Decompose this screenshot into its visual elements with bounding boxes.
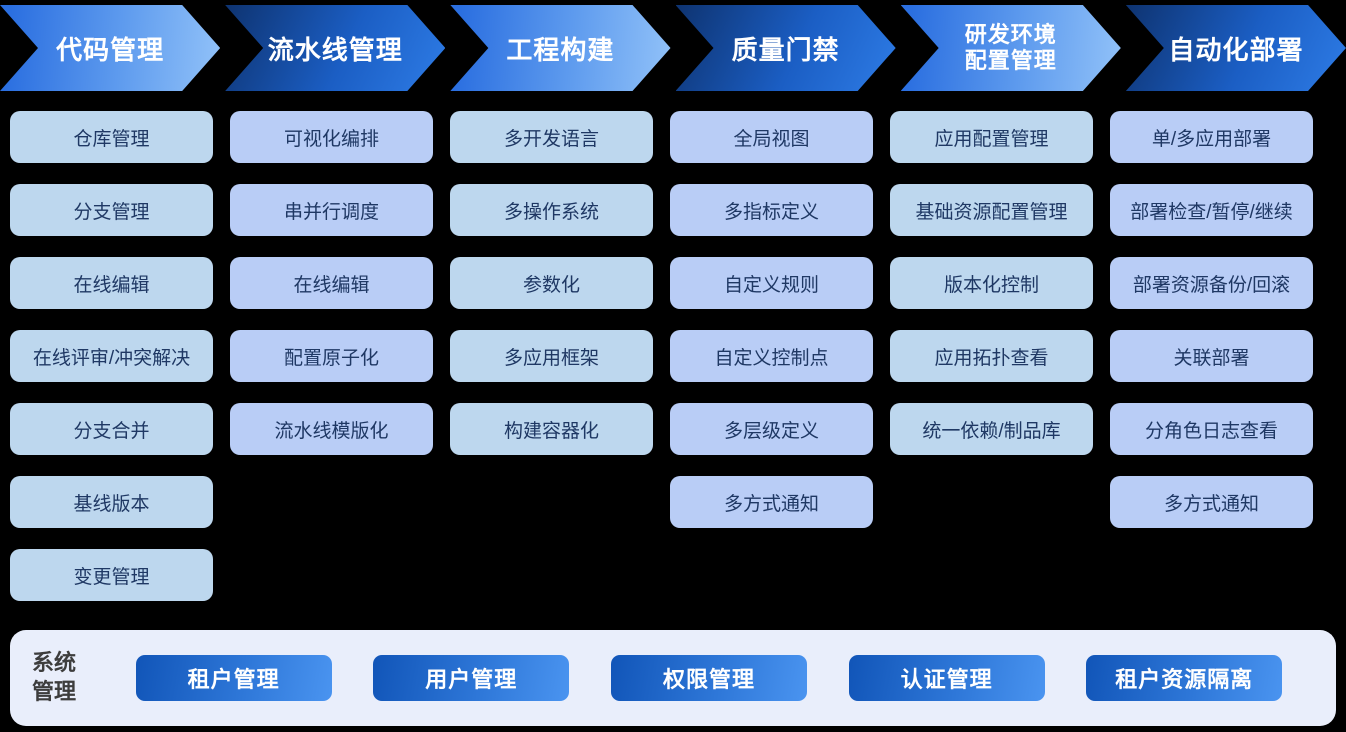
stage-arrow-label: 代码管理 [56,34,165,65]
feature-chip: 应用拓扑查看 [890,330,1093,382]
feature-column-6: 单/多应用部署部署检查/暂停/继续部署资源备份/回滚关联部署分角色日志查看多方式… [1110,111,1313,622]
feature-column-4: 全局视图多指标定义自定义规则自定义控制点多层级定义多方式通知 [670,111,873,622]
stage-arrow-label: 流水线管理 [267,34,403,65]
feature-chip: 配置原子化 [230,330,433,382]
feature-chip: 自定义规则 [670,257,873,309]
feature-chip: 串并行调度 [230,184,433,236]
feature-chip: 应用配置管理 [890,111,1093,163]
feature-chip: 多开发语言 [450,111,653,163]
feature-chip: 版本化控制 [890,257,1093,309]
feature-chip: 在线编辑 [230,257,433,309]
feature-chip: 分支合并 [10,403,213,455]
feature-chip: 仓库管理 [10,111,213,163]
feature-chip: 统一依赖/制品库 [890,403,1093,455]
stage-arrow-label: 自动化部署 [1168,34,1304,65]
feature-chip: 部署检查/暂停/继续 [1110,184,1313,236]
system-management-bar: 系统管理 租户管理用户管理权限管理认证管理租户资源隔离 [10,630,1336,726]
system-button-4: 认证管理 [848,655,1045,701]
feature-chip: 分角色日志查看 [1110,403,1313,455]
system-button-3: 权限管理 [610,655,807,701]
feature-chip: 多应用框架 [450,330,653,382]
stage-header-row: 代码管理 流水线管理 工程构建 质量门禁 研发环境配置管理 自动化部署 [0,5,1346,91]
feature-chip: 可视化编排 [230,111,433,163]
feature-chip: 分支管理 [10,184,213,236]
system-button-1: 租户管理 [135,655,332,701]
feature-chip: 关联部署 [1110,330,1313,382]
feature-columns: 仓库管理分支管理在线编辑在线评审/冲突解决分支合并基线版本变更管理可视化编排串并… [0,111,1346,622]
feature-chip: 多层级定义 [670,403,873,455]
stage-arrow-label: 工程构建 [506,34,615,65]
system-button-group: 租户管理用户管理权限管理认证管理租户资源隔离 [94,655,1324,701]
stage-arrow-1: 代码管理 [0,5,220,91]
feature-chip: 基础资源配置管理 [890,184,1093,236]
system-button-5: 租户资源隔离 [1086,655,1283,701]
feature-column-5: 应用配置管理基础资源配置管理版本化控制应用拓扑查看统一依赖/制品库 [890,111,1093,622]
feature-chip: 参数化 [450,257,653,309]
feature-chip: 基线版本 [10,476,213,528]
feature-chip: 变更管理 [10,549,213,601]
stage-arrow-6: 自动化部署 [1126,5,1346,91]
feature-chip: 构建容器化 [450,403,653,455]
stage-arrow-2: 流水线管理 [225,5,445,91]
feature-chip: 在线评审/冲突解决 [10,330,213,382]
feature-column-1: 仓库管理分支管理在线编辑在线评审/冲突解决分支合并基线版本变更管理 [10,111,213,622]
feature-chip: 单/多应用部署 [1110,111,1313,163]
feature-column-3: 多开发语言多操作系统参数化多应用框架构建容器化 [450,111,653,622]
stage-arrow-3: 工程构建 [450,5,670,91]
feature-chip: 流水线模版化 [230,403,433,455]
feature-chip: 多指标定义 [670,184,873,236]
feature-chip: 全局视图 [670,111,873,163]
stage-arrow-label: 研发环境配置管理 [964,21,1057,73]
feature-chip: 自定义控制点 [670,330,873,382]
stage-arrow-label: 质量门禁 [731,34,840,65]
stage-arrow-5: 研发环境配置管理 [901,5,1121,91]
system-button-2: 用户管理 [373,655,570,701]
feature-chip: 多方式通知 [1110,476,1313,528]
system-management-label: 系统管理 [32,650,77,704]
feature-chip: 在线编辑 [10,257,213,309]
feature-chip: 部署资源备份/回滚 [1110,257,1313,309]
stage-arrow-4: 质量门禁 [676,5,896,91]
feature-chip: 多操作系统 [450,184,653,236]
feature-chip: 多方式通知 [670,476,873,528]
feature-column-2: 可视化编排串并行调度在线编辑配置原子化流水线模版化 [230,111,433,622]
